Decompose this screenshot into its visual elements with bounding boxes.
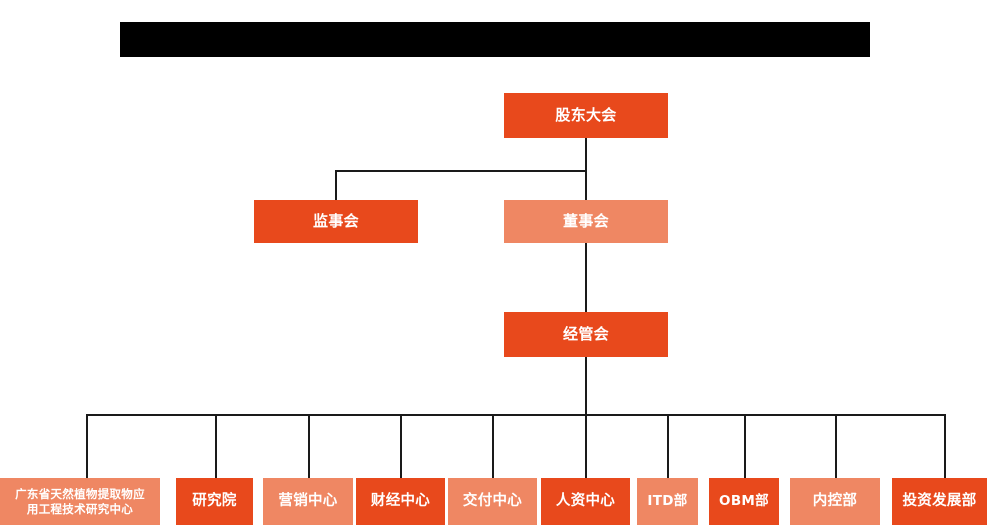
node-itd-department[interactable]: ITD部 [637, 478, 698, 525]
node-marketing-center[interactable]: 营销中心 [263, 478, 353, 525]
redacted-title-bar [120, 22, 870, 57]
node-supervisory-board[interactable]: 监事会 [254, 200, 418, 243]
connector-department-bus [86, 414, 945, 416]
connector-drop-research-center [86, 414, 88, 478]
connector-drop-marketing [308, 414, 310, 478]
node-research-center[interactable]: 广东省天然植物提取物应 用工程技术研究中心 [0, 478, 160, 525]
node-research-center-line2: 用工程技术研究中心 [26, 501, 134, 516]
node-delivery-center[interactable]: 交付中心 [448, 478, 537, 525]
connector-drop-internal-control [835, 414, 837, 478]
connector-drop-itd [667, 414, 669, 478]
connector-management-down [585, 357, 587, 415]
connector-drop-obm [744, 414, 746, 478]
node-investment-development-department[interactable]: 投资发展部 [892, 478, 987, 525]
connector-drop-finance [400, 414, 402, 478]
connector-board-management [585, 242, 587, 312]
connector-supervisory-drop [335, 170, 337, 200]
connector-shareholders-down [585, 138, 587, 172]
node-shareholders[interactable]: 股东大会 [504, 93, 668, 138]
connector-board-drop [585, 170, 587, 200]
node-finance-center[interactable]: 财经中心 [356, 478, 445, 525]
node-obm-department[interactable]: OBM部 [709, 478, 779, 525]
node-research-center-line1: 广东省天然植物提取物应 [15, 486, 145, 501]
connector-drop-hr [585, 414, 587, 478]
node-institute[interactable]: 研究院 [176, 478, 253, 525]
connector-drop-institute [215, 414, 217, 478]
connector-drop-investment [944, 414, 946, 478]
node-hr-center[interactable]: 人资中心 [541, 478, 630, 525]
connector-drop-delivery [492, 414, 494, 478]
node-internal-control-department[interactable]: 内控部 [790, 478, 880, 525]
node-board-of-directors[interactable]: 董事会 [504, 200, 668, 243]
node-management-committee[interactable]: 经管会 [504, 312, 668, 357]
connector-level1-bus [335, 170, 587, 172]
